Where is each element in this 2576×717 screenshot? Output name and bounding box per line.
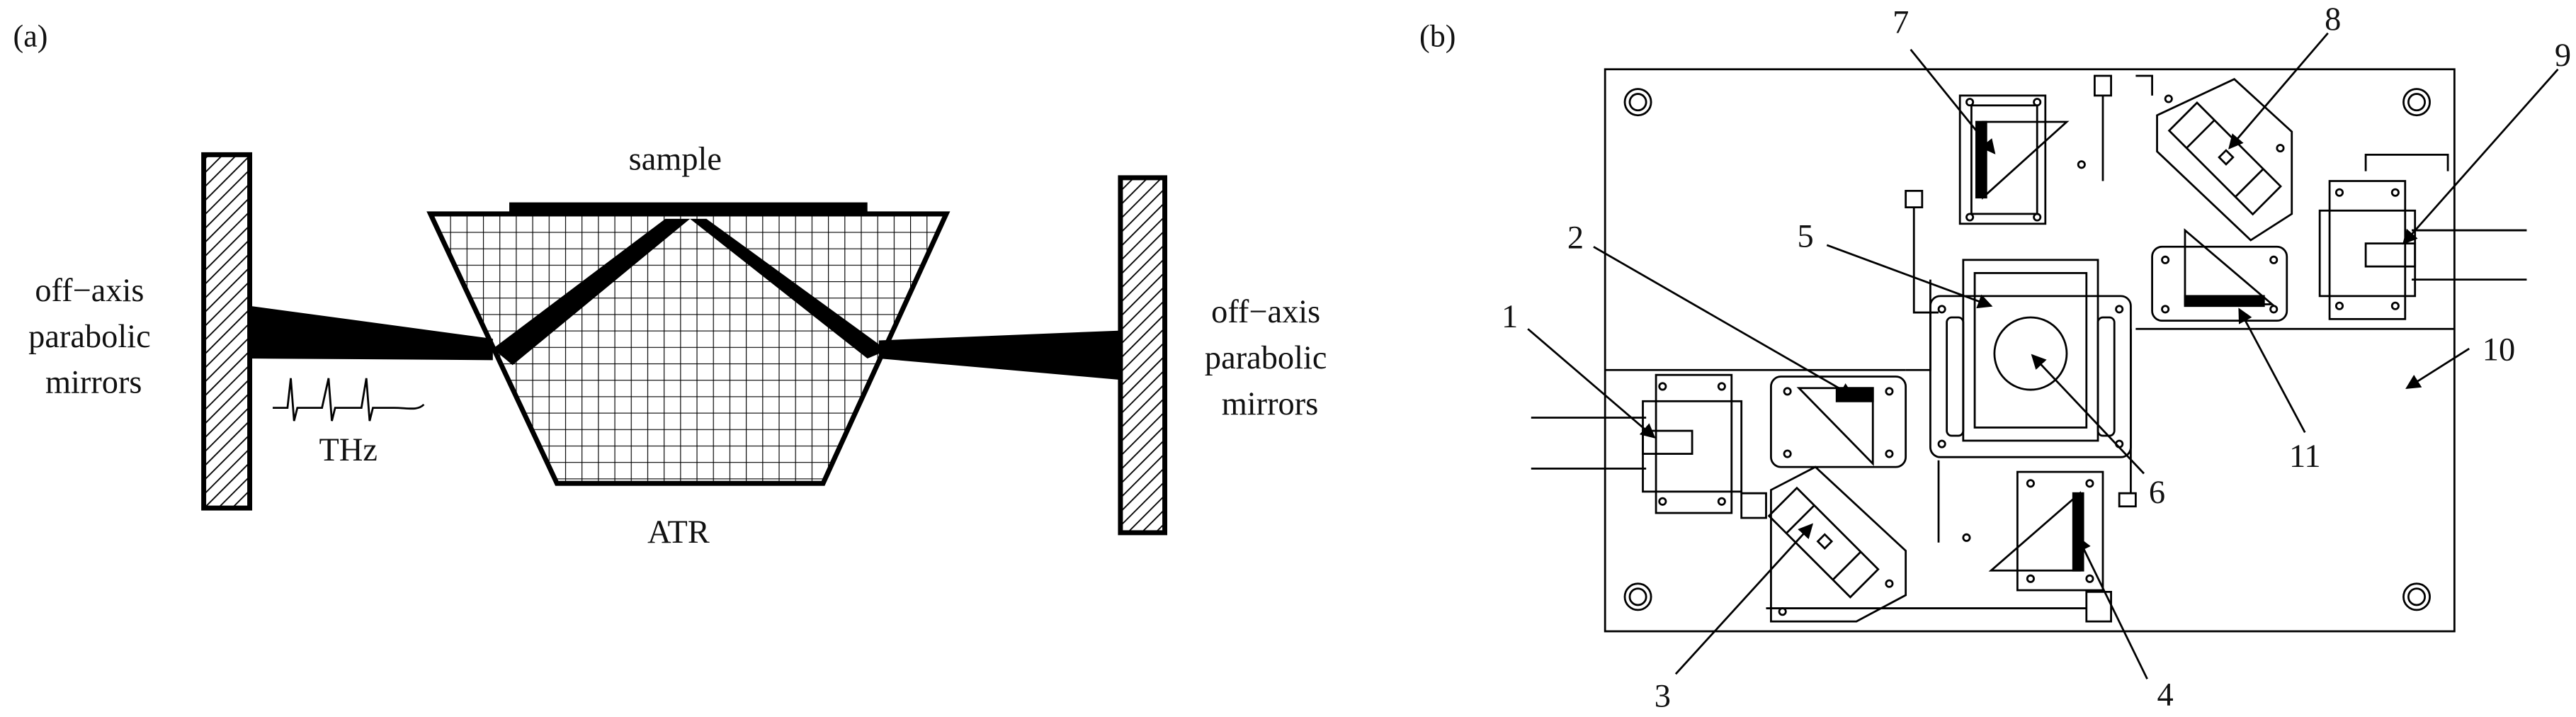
mirror-right-line-1: off−axis [1211,294,1320,330]
sample-layer [509,202,868,214]
leader-10 [2405,347,2470,389]
leader-8 [2228,32,2329,149]
left-mirror [201,152,253,511]
callout-labels: 1 2 3 4 5 6 7 8 9 10 11 [1502,1,2571,715]
leader-lines [1527,32,2559,679]
mirror-left-line-3: mirrors [45,365,142,401]
callout-1: 1 [1502,299,1518,335]
component-8-beam-splitter [2156,78,2293,242]
panel-a-label: (a) [13,18,48,53]
callout-10: 10 [2483,332,2515,368]
leader-1 [1527,328,1656,439]
leader-7 [1910,49,1996,154]
mirror-left-line-1: off−axis [35,273,144,309]
leader-5 [1826,244,1993,309]
leader-3 [1674,523,1813,675]
base-plate [1604,68,2456,633]
component-3-beam-splitter [1767,465,1907,623]
thz-label: THz [319,432,378,468]
component-2-mirror-mount [1770,376,1907,468]
thz-pulse-waveform [273,378,425,422]
callout-11: 11 [2289,439,2321,475]
leader-4 [2077,536,2148,679]
callout-9: 9 [2555,38,2571,74]
mirror-right-label: off−axis parabolic mirrors [1205,294,1335,422]
mirror-right-line-2: parabolic [1205,340,1327,376]
panel-b: (b) [1419,1,2571,715]
component-5-sample-holder [1929,259,2132,458]
callout-7: 7 [1893,5,1909,41]
outgoing-thz-beam [878,330,1120,380]
callout-2: 2 [1567,220,1584,256]
callout-6: 6 [2149,475,2165,511]
mirror-left-line-2: parabolic [28,319,151,355]
panel-a: (a) sample off−axis parabolic mirrors of… [13,18,1335,551]
right-mirror [1118,175,1168,536]
leader-11 [2238,307,2306,434]
callout-3: 3 [1655,679,1671,715]
atr-label: ATR [647,514,710,551]
leader-9 [2402,68,2559,245]
sample-label: sample [629,141,722,177]
callout-5: 5 [1798,218,1814,254]
leader-2 [1593,246,1855,397]
component-1-fiber-mount [1531,373,1743,514]
callout-4: 4 [2157,677,2174,713]
callout-8: 8 [2325,1,2341,38]
component-11-mirror-mount [2151,228,2288,322]
mirror-right-line-3: mirrors [1222,386,1319,422]
component-9-fiber-mount [2318,180,2527,320]
internal-beam-paths [492,218,887,366]
corner-screws [1623,88,2431,611]
panel-b-label: (b) [1419,18,1456,53]
component-4-mirror-mount [1962,470,2104,592]
leader-6 [2031,354,2145,475]
component-7-mirror-mount [1958,94,2086,225]
mirror-left-label: off−axis parabolic mirrors [28,273,159,401]
incoming-thz-beam [249,305,493,361]
